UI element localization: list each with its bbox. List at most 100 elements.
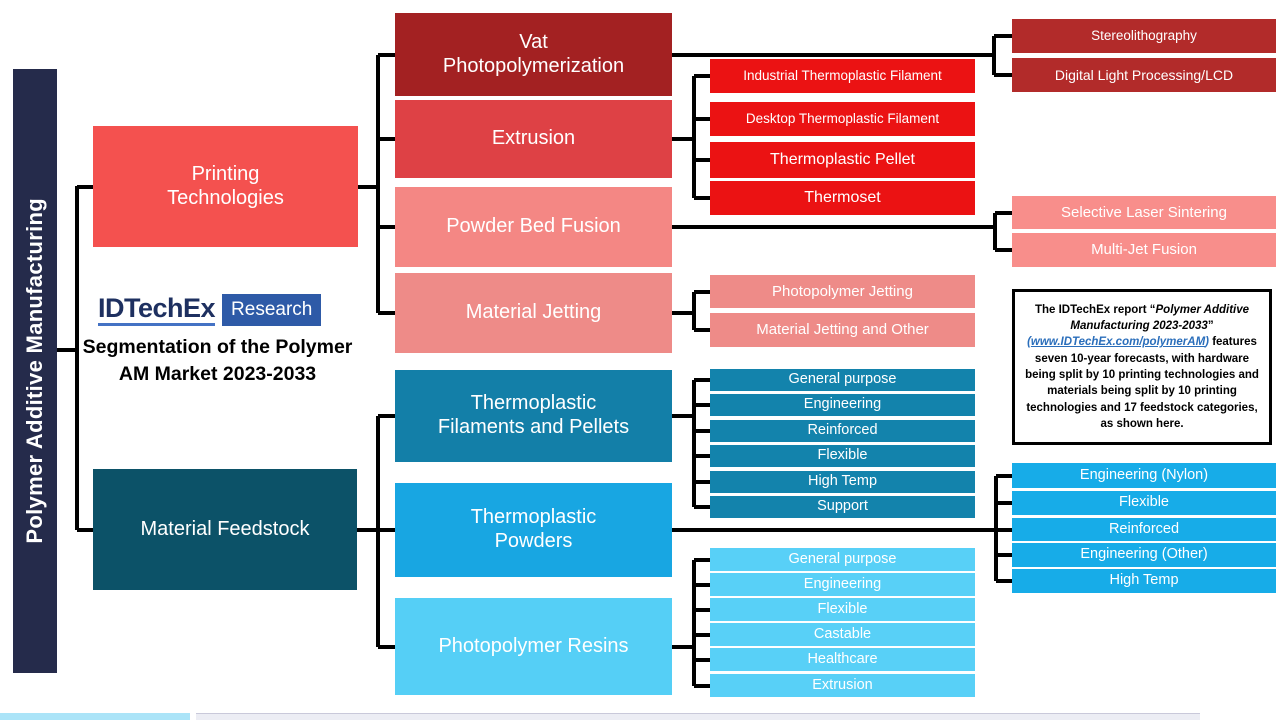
root-node-polymer-am: Polymer Additive Manufacturing (13, 69, 57, 673)
node-label: High Temp (807, 473, 878, 490)
node-printing-technologies: Printing Technologies (93, 126, 358, 247)
connector-vat-children (672, 34, 1013, 77)
connector-tfp-children (672, 378, 711, 509)
node-label: Photopolymer Jetting (772, 282, 913, 300)
node-pr-flexible: Flexible (710, 598, 975, 621)
node-tfp-reinforced: Reinforced (710, 420, 975, 442)
node-label: Support (817, 498, 868, 515)
node-label: Photopolymer Resins (438, 634, 629, 657)
node-label: Digital Light Processing/LCD (1054, 66, 1234, 83)
node-label: Powder Bed Fusion (446, 215, 621, 238)
node-label: Vat Photopolymerization (442, 30, 625, 77)
report-info-after-title: ” (1207, 320, 1214, 333)
node-material-jetting: Material Jetting (395, 273, 672, 353)
node-label: Engineering (Other) (1080, 546, 1208, 563)
node-label: Thermoplastic Powders (470, 506, 597, 552)
root-node-label: Polymer Additive Manufacturing (22, 198, 47, 544)
node-thermoplastic-powders: Thermoplastic Powders (395, 483, 672, 577)
node-tp-engineering-other: Engineering (Other) (1012, 543, 1276, 567)
node-label: Engineering (Nylon) (1079, 466, 1209, 483)
node-material-jetting-and-other: Material Jetting and Other (710, 313, 975, 347)
node-powder-bed-fusion: Powder Bed Fusion (395, 187, 672, 267)
connector-tp-children (672, 474, 1013, 583)
node-extrusion: Extrusion (395, 100, 672, 178)
idtechex-logo-research-badge: Research (222, 294, 322, 327)
connector-printing-fan (358, 53, 396, 315)
node-selective-laser-sintering: Selective Laser Sintering (1012, 196, 1276, 229)
node-label: Desktop Thermoplastic Filament (745, 111, 940, 127)
node-label: Flexible (1119, 494, 1169, 511)
node-label: Industrial Thermoplastic Filament (743, 68, 942, 84)
node-label: Material Jetting and Other (756, 321, 929, 339)
node-label: Flexible (817, 447, 868, 464)
node-tp-engineering-nylon: Engineering (Nylon) (1012, 463, 1276, 488)
report-info-box: The IDTechEx report “Polymer Additive Ma… (1012, 289, 1272, 445)
node-tfp-general-purpose: General purpose (710, 369, 975, 391)
node-tp-reinforced: Reinforced (1012, 518, 1276, 541)
node-pr-general-purpose: General purpose (710, 548, 975, 571)
node-label: Thermoplastic Filaments and Pellets (437, 392, 630, 438)
node-pr-castable: Castable (710, 623, 975, 646)
node-photopolymer-resins: Photopolymer Resins (395, 598, 672, 695)
node-desktop-thermoplastic-filament: Desktop Thermoplastic Filament (710, 102, 975, 136)
node-tfp-high-temp: High Temp (710, 471, 975, 493)
report-info-prefix: The IDTechEx report “ (1034, 303, 1156, 316)
node-label: Multi-Jet Fusion (1091, 241, 1197, 259)
node-tfp-flexible: Flexible (710, 445, 975, 467)
node-tp-flexible: Flexible (1012, 491, 1276, 515)
node-vat-photopolymerization: Vat Photopolymerization (395, 13, 672, 96)
node-tfp-engineering: Engineering (710, 394, 975, 416)
node-label: Material Jetting (465, 301, 602, 324)
node-pr-healthcare: Healthcare (710, 648, 975, 671)
node-label: Reinforced (807, 422, 878, 439)
node-industrial-thermoplastic-filament: Industrial Thermoplastic Filament (710, 59, 975, 93)
node-material-feedstock: Material Feedstock (93, 469, 357, 590)
node-thermoset: Thermoset (710, 181, 975, 215)
connector-feedstock-fan (357, 414, 396, 649)
node-stereolithography: Stereolithography (1012, 19, 1276, 53)
report-link[interactable]: www.IDTechEx.com/polymerAM (1030, 336, 1206, 349)
node-tfp-support: Support (710, 496, 975, 518)
node-thermoplastic-filaments-pellets: Thermoplastic Filaments and Pellets (395, 370, 672, 462)
node-label: General purpose (788, 371, 897, 388)
node-label: General purpose (788, 550, 897, 567)
node-label: Thermoset (804, 188, 881, 206)
node-label: Flexible (817, 600, 868, 617)
node-label: Engineering (803, 396, 882, 413)
connector-root-trunk (57, 185, 95, 532)
connector-mj-children (672, 290, 711, 332)
node-pr-extrusion: Extrusion (710, 674, 975, 697)
node-label: Castable (813, 625, 872, 642)
footer-bar-left (0, 713, 190, 720)
connector-pbf-children (672, 211, 1013, 252)
node-photopolymer-jetting: Photopolymer Jetting (710, 275, 975, 308)
node-label: Healthcare (807, 650, 878, 667)
node-digital-light-processing-lcd: Digital Light Processing/LCD (1012, 58, 1276, 92)
node-label: Printing Technologies (167, 162, 284, 209)
node-label: Stereolithography (1091, 28, 1197, 44)
node-multi-jet-fusion: Multi-Jet Fusion (1012, 233, 1276, 267)
node-pr-engineering: Engineering (710, 573, 975, 596)
idtechex-logo-wordmark: IDTechEx (98, 294, 216, 327)
node-label: Reinforced (1108, 520, 1180, 537)
node-label: Extrusion (491, 127, 576, 150)
node-label: Extrusion (812, 676, 873, 693)
node-label: Material Feedstock (140, 517, 310, 540)
report-info-body: features seven 10-year forecasts, with h… (1025, 336, 1259, 430)
node-label: Selective Laser Sintering (1061, 203, 1227, 221)
node-label: Engineering (803, 575, 882, 592)
idtechex-logo: IDTechEx Research (98, 294, 322, 327)
footer-bar-right (196, 713, 1200, 720)
report-title: Polymer Additive Manufacturing 2023-2033 (1070, 303, 1250, 333)
node-label: Thermoplastic Pellet (770, 150, 915, 168)
report-info-text: The IDTechEx report “Polymer Additive Ma… (1021, 302, 1263, 433)
report-link-open-paren: ( (1027, 336, 1031, 349)
report-link-close-paren: ) (1205, 336, 1213, 349)
diagram-title: Segmentation of the Polymer AM Market 20… (82, 336, 353, 385)
node-label: High Temp (1109, 572, 1179, 589)
node-thermoplastic-pellet: Thermoplastic Pellet (710, 142, 975, 178)
connector-pr-children (672, 558, 711, 688)
node-tp-high-temp: High Temp (1012, 569, 1276, 593)
